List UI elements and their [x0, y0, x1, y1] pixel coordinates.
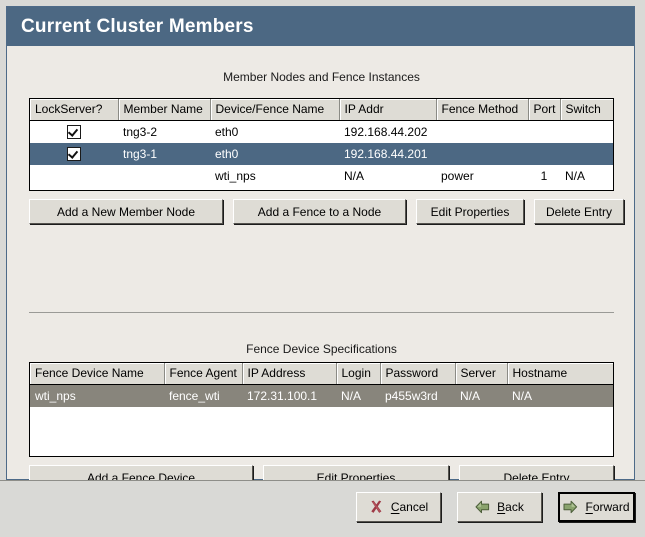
port-cell: 1	[528, 164, 560, 187]
lockserver-cell[interactable]	[30, 164, 118, 187]
fence-method-cell	[436, 142, 528, 165]
table-row[interactable]: tng3-2 eth0 192.168.44.202	[30, 120, 613, 143]
column-header-fence-agent[interactable]: Fence Agent	[164, 363, 243, 385]
lockserver-cell[interactable]	[30, 120, 118, 143]
edit-member-properties-button[interactable]: Edit Properties	[416, 199, 524, 224]
ip-addr-cell: N/A	[339, 164, 436, 187]
device-fence-name-cell: eth0	[210, 120, 339, 143]
column-header-ip-addr[interactable]: IP Addr	[339, 99, 437, 121]
column-header-server[interactable]: Server	[455, 363, 508, 385]
arrow-left-icon	[475, 500, 490, 514]
fence-method-cell: power	[436, 164, 528, 187]
column-header-lockserver[interactable]: LockServer?	[30, 99, 119, 121]
column-header-port[interactable]: Port	[528, 99, 561, 121]
device-fence-name-cell: wti_nps	[210, 164, 339, 187]
dialog-content: Member Nodes and Fence Instances	[7, 46, 634, 490]
member-actions-toolbar: Add a New Member Node Add a Fence to a N…	[29, 199, 624, 224]
column-header-device-fence-name[interactable]: Device/Fence Name	[210, 99, 340, 121]
footer-bar: Cancel Back Forward	[0, 480, 645, 537]
member-nodes-table[interactable]: LockServer? Member Name Device/Fence Nam…	[29, 98, 614, 191]
delete-member-entry-button[interactable]: Delete Entry	[534, 199, 624, 224]
table-empty-area[interactable]	[30, 428, 613, 451]
member-name-cell: tng3-2	[118, 120, 210, 143]
forward-button[interactable]: Forward	[558, 492, 635, 522]
fence-method-cell	[436, 120, 528, 143]
fence-hostname-cell: N/A	[507, 384, 613, 407]
column-header-switch[interactable]: Switch	[560, 99, 613, 121]
cancel-button[interactable]: Cancel	[356, 492, 441, 522]
port-cell	[528, 120, 560, 143]
column-header-login[interactable]: Login	[336, 363, 381, 385]
table-row[interactable]: wti_nps N/A power 1 N/A	[30, 164, 613, 187]
ip-addr-cell: 192.168.44.202	[339, 120, 436, 143]
add-fence-to-node-button[interactable]: Add a Fence to a Node	[233, 199, 406, 224]
column-header-fence-device-name[interactable]: Fence Device Name	[30, 363, 165, 385]
fence-devices-table[interactable]: Fence Device Name Fence Agent IP Address…	[29, 362, 614, 457]
fence-section-caption: Fence Device Specifications	[246, 342, 397, 356]
table-empty-area[interactable]	[30, 406, 613, 429]
fence-agent-cell: fence_wti	[164, 384, 242, 407]
ip-addr-cell: 192.168.44.201	[339, 142, 436, 165]
fence-login-cell: N/A	[336, 384, 380, 407]
fence-password-cell: p455w3rd	[380, 384, 455, 407]
port-cell	[528, 142, 560, 165]
forward-button-label: Forward	[585, 500, 630, 514]
device-fence-name-cell: eth0	[210, 142, 339, 165]
switch-cell	[560, 142, 613, 165]
back-button-label: Back	[497, 500, 524, 514]
table-header-row: LockServer? Member Name Device/Fence Nam…	[30, 99, 613, 121]
checkbox-checked-icon[interactable]	[67, 146, 81, 161]
lockserver-cell[interactable]	[30, 142, 118, 165]
fence-ip-address-cell: 172.31.100.1	[242, 384, 336, 407]
page-title: Current Cluster Members	[21, 15, 254, 37]
back-button[interactable]: Back	[457, 492, 542, 522]
switch-cell: N/A	[560, 164, 613, 187]
members-section-caption: Member Nodes and Fence Instances	[223, 70, 420, 84]
titlebar: Current Cluster Members	[7, 7, 634, 46]
fence-device-name-cell: wti_nps	[30, 384, 164, 407]
column-header-member-name[interactable]: Member Name	[118, 99, 211, 121]
table-row[interactable]: tng3-1 eth0 192.168.44.201	[30, 142, 613, 165]
cancel-button-label: Cancel	[390, 500, 429, 514]
member-name-cell	[118, 164, 210, 187]
column-header-fence-method[interactable]: Fence Method	[436, 99, 529, 121]
arrow-right-icon	[563, 500, 578, 514]
table-row[interactable]: wti_nps fence_wti 172.31.100.1 N/A p455w…	[30, 384, 613, 407]
cancel-x-icon	[369, 500, 384, 514]
column-header-hostname[interactable]: Hostname	[507, 363, 613, 385]
fence-server-cell: N/A	[455, 384, 507, 407]
column-header-password[interactable]: Password	[380, 363, 456, 385]
column-header-ip-address[interactable]: IP Address	[242, 363, 337, 385]
footer-divider	[0, 480, 645, 481]
table-header-row: Fence Device Name Fence Agent IP Address…	[30, 363, 613, 385]
checkbox-checked-icon[interactable]	[67, 125, 81, 140]
switch-cell	[560, 120, 613, 143]
section-divider	[29, 312, 614, 313]
member-name-cell: tng3-1	[118, 142, 210, 165]
add-new-member-node-button[interactable]: Add a New Member Node	[29, 199, 223, 224]
dialog-panel: Current Cluster Members Member Nodes and…	[6, 6, 635, 490]
